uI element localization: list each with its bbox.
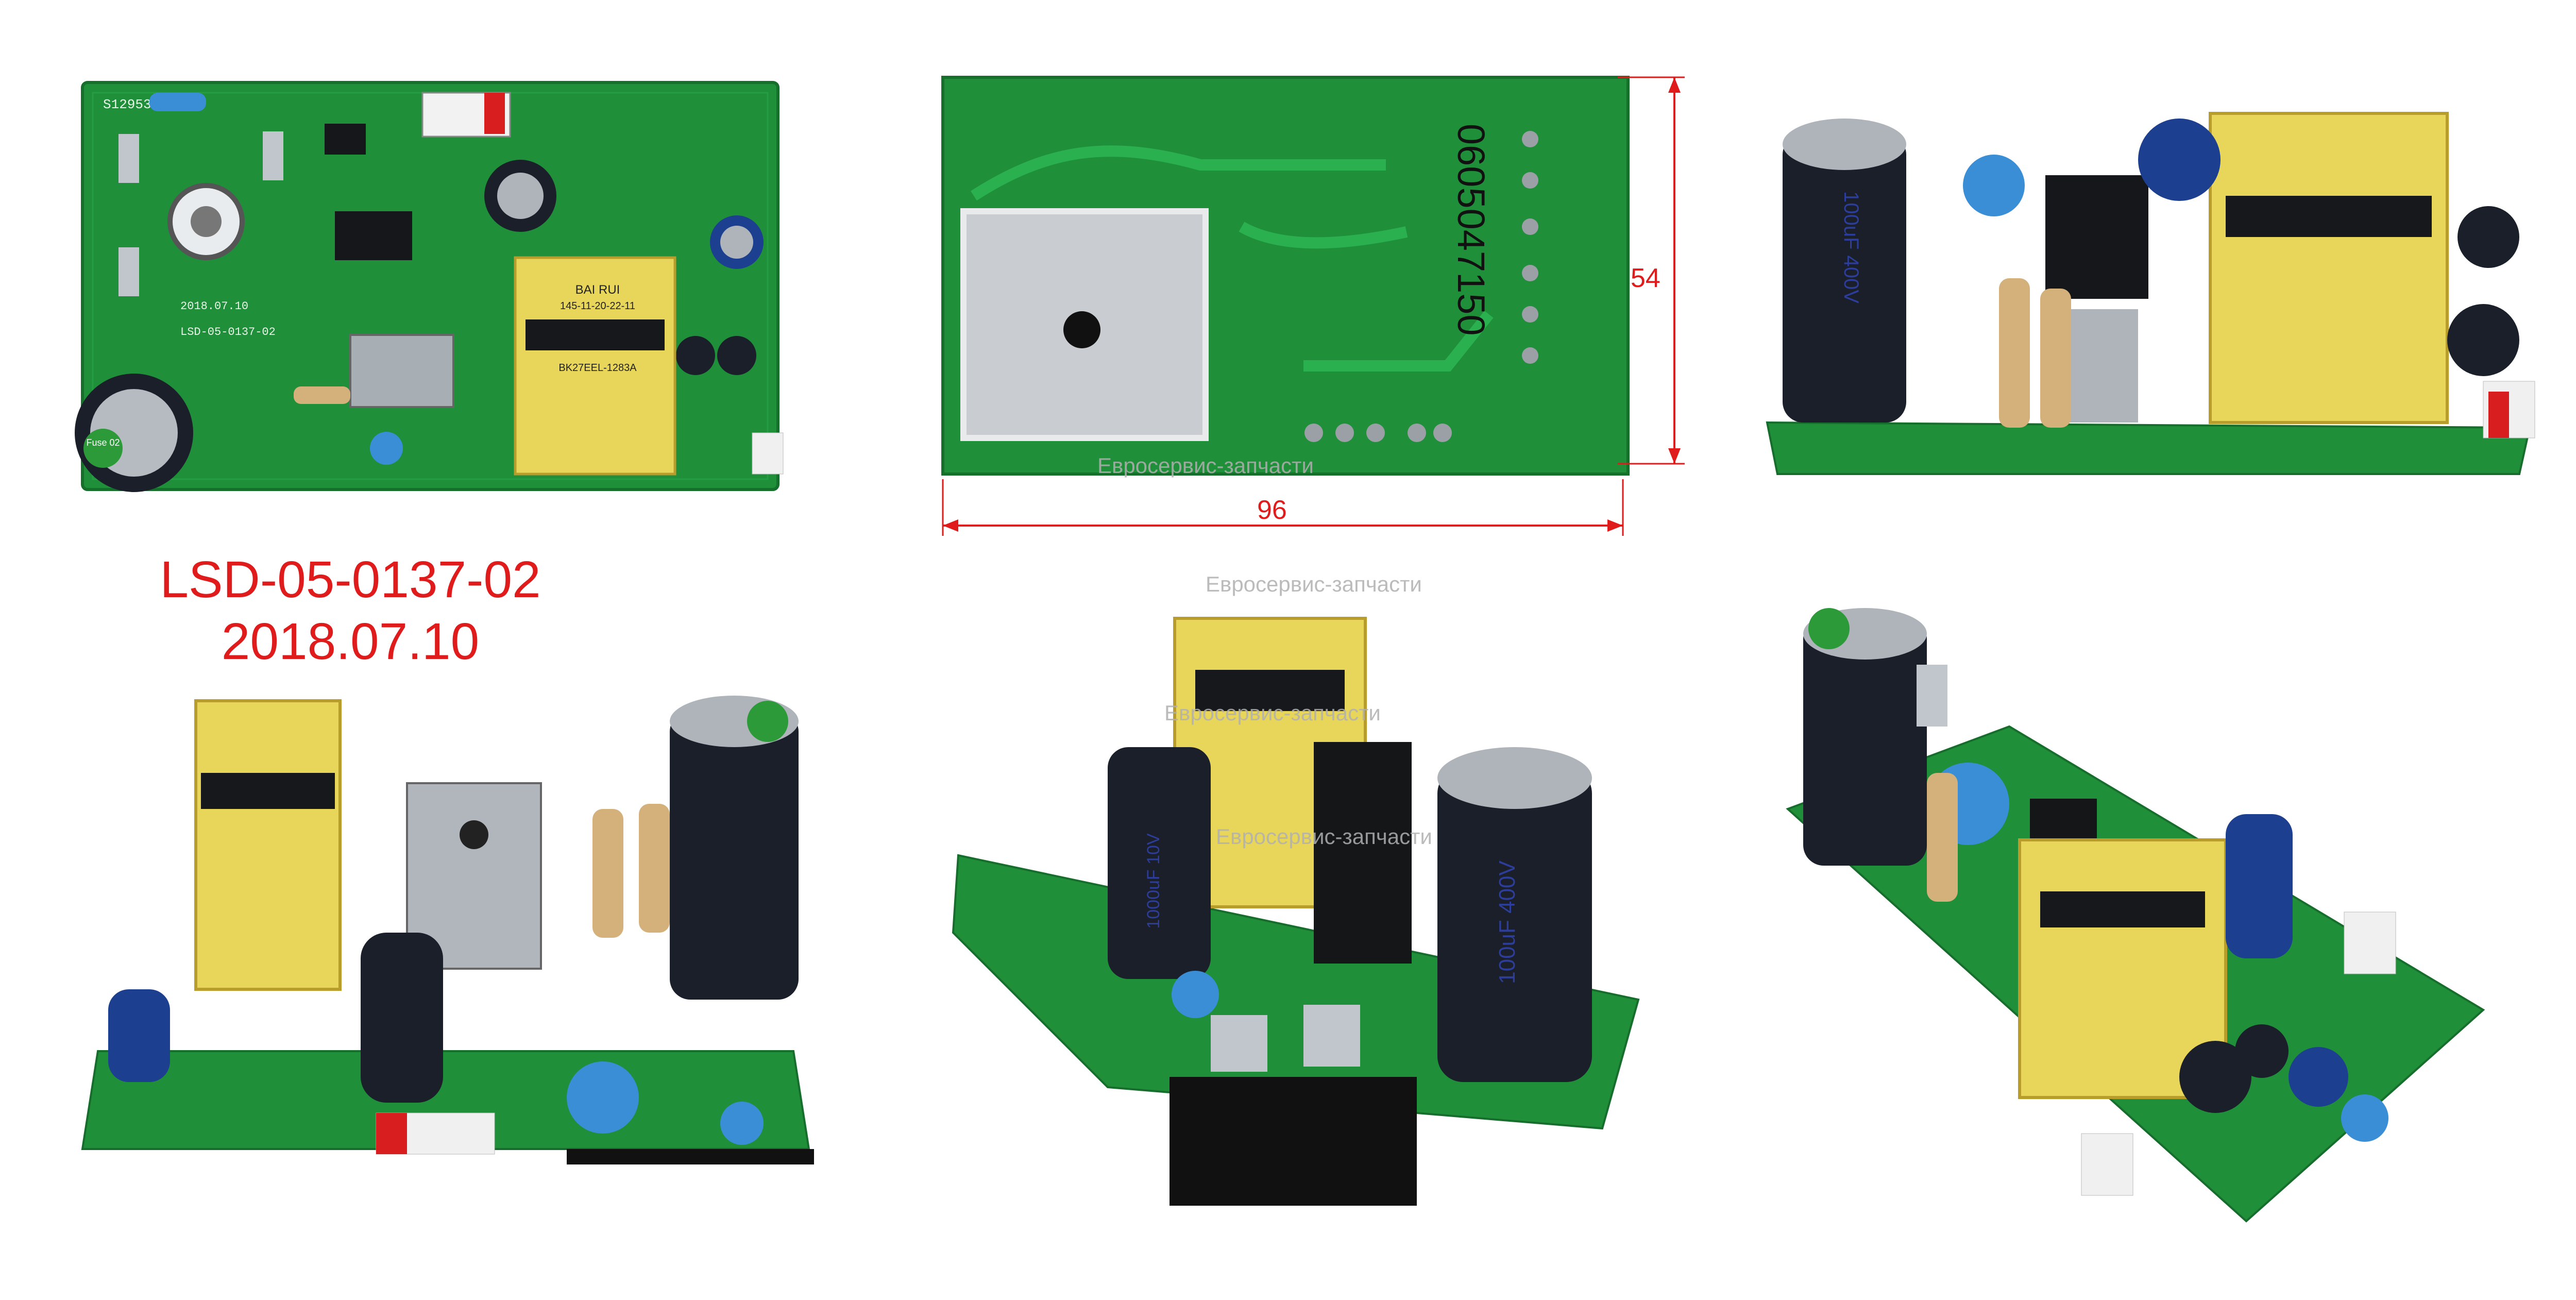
transformer	[2209, 112, 2449, 424]
pcb-bottom-view: 0605047150	[941, 76, 1630, 476]
ac-terminal	[263, 131, 283, 180]
inductor	[2235, 1024, 2289, 1078]
ac-terminal	[118, 134, 139, 183]
svg-text:BAI RUI: BAI RUI	[575, 283, 620, 297]
svg-text:1000uF 10V: 1000uF 10V	[1144, 833, 1163, 929]
y-capacitor	[1172, 971, 1219, 1018]
connector	[2344, 911, 2396, 974]
model-number: LSD-05-0137-02	[160, 551, 541, 609]
dimension-lines	[942, 76, 1685, 536]
y-capacitor	[2341, 1094, 2388, 1142]
photo-angled-view-4	[1783, 603, 2504, 1237]
fuse-sticker	[1808, 608, 1850, 649]
watermark: Евросервис-запчасти	[1097, 453, 1314, 478]
ac-terminal	[1211, 1015, 1267, 1072]
resistor	[2040, 289, 2071, 428]
inductor	[2447, 304, 2519, 376]
ic-chip	[325, 124, 366, 155]
watermark: Евросервис-запчасти	[1206, 572, 1422, 596]
photo-top-view: S12953 LD BAI RUI 145-11-20-22-11 BK27EE…	[75, 77, 784, 500]
inductor	[676, 336, 715, 375]
y-capacitor	[720, 1102, 764, 1145]
model-date: 2018.07.10	[221, 613, 480, 670]
inductor	[2458, 206, 2519, 268]
resistor	[294, 386, 350, 404]
y-capacitor	[149, 93, 206, 111]
ac-terminal	[1917, 665, 1947, 727]
ac-terminal	[1303, 1005, 1360, 1067]
pcb-angled-view-1: 100uF 400V	[1766, 112, 2535, 475]
electrolytic-capacitor	[2138, 119, 2221, 201]
photo-bottom-view: 0605047150	[941, 76, 1630, 479]
heatsink	[349, 334, 454, 408]
inductor	[2179, 1041, 2251, 1113]
resistor	[639, 804, 670, 933]
ic-chip	[335, 211, 412, 260]
electrolytic-capacitor	[2289, 1047, 2348, 1107]
ac-terminal	[118, 247, 139, 296]
electrolytic-capacitor	[1803, 618, 1927, 866]
dimension-height-label: 54	[1631, 263, 1660, 293]
svg-text:BK27EEL-1283A: BK27EEL-1283A	[558, 362, 637, 374]
pcb-angled-view-4	[1786, 608, 2485, 1223]
electrolytic-capacitor	[1108, 747, 1211, 979]
transformer	[194, 699, 342, 991]
svg-text:100uF 400V: 100uF 400V	[1495, 860, 1520, 984]
photo-angled-view-3: 100uF 400V 1000uF 10V	[952, 613, 1643, 1206]
watermark: Евросервис-запчасти	[1164, 701, 1381, 725]
photo-angled-view-1: 100uF 400V	[1766, 93, 2540, 475]
svg-text:2018.07.10: 2018.07.10	[180, 300, 248, 313]
bridge-rectifier	[2045, 175, 2148, 299]
model-caption: LSD-05-0137-02 2018.07.10	[155, 549, 546, 672]
resistor	[1999, 278, 2030, 428]
electrolytic-capacitor	[1783, 134, 1906, 423]
svg-text:LSD-05-0137-02: LSD-05-0137-02	[180, 326, 276, 339]
y-capacitor	[567, 1061, 639, 1134]
electrolytic-capacitor	[670, 711, 799, 1000]
y-capacitor	[1963, 155, 2025, 216]
watermark: Евросервис-запчасти	[1216, 824, 1432, 849]
svg-text:100uF 400V: 100uF 400V	[1840, 191, 1862, 303]
y-capacitor	[370, 432, 403, 465]
transformer	[514, 256, 676, 476]
mosfet	[1314, 742, 1412, 964]
fuse-sticker	[747, 701, 788, 742]
pcb-top-view: S12953 LD BAI RUI 145-11-20-22-11 BK27EE…	[75, 81, 784, 492]
electrolytic-capacitor	[108, 989, 170, 1082]
fuse-sticker	[83, 429, 123, 468]
svg-text:145-11-20-22-11: 145-11-20-22-11	[560, 300, 635, 312]
electrolytic-capacitor	[1437, 768, 1592, 1082]
electrolytic-capacitor	[2226, 814, 2293, 958]
resistor	[592, 809, 623, 938]
pcb-angled-view-2	[81, 696, 814, 1164]
photo-angled-view-2	[77, 680, 829, 1170]
connector	[752, 432, 784, 475]
inductor	[717, 336, 756, 375]
handwritten-serial: 0605047150	[1450, 124, 1493, 336]
svg-text:Fuse 02: Fuse 02	[86, 437, 120, 448]
connector	[2081, 1133, 2133, 1196]
pcb-angled-view-3: 100uF 400V 1000uF 10V	[952, 617, 1640, 1206]
electrolytic-capacitor	[361, 933, 443, 1103]
resistor	[1927, 773, 1958, 902]
bridge-rectifier	[1170, 1077, 1417, 1206]
dimension-width-label: 96	[1257, 495, 1287, 525]
